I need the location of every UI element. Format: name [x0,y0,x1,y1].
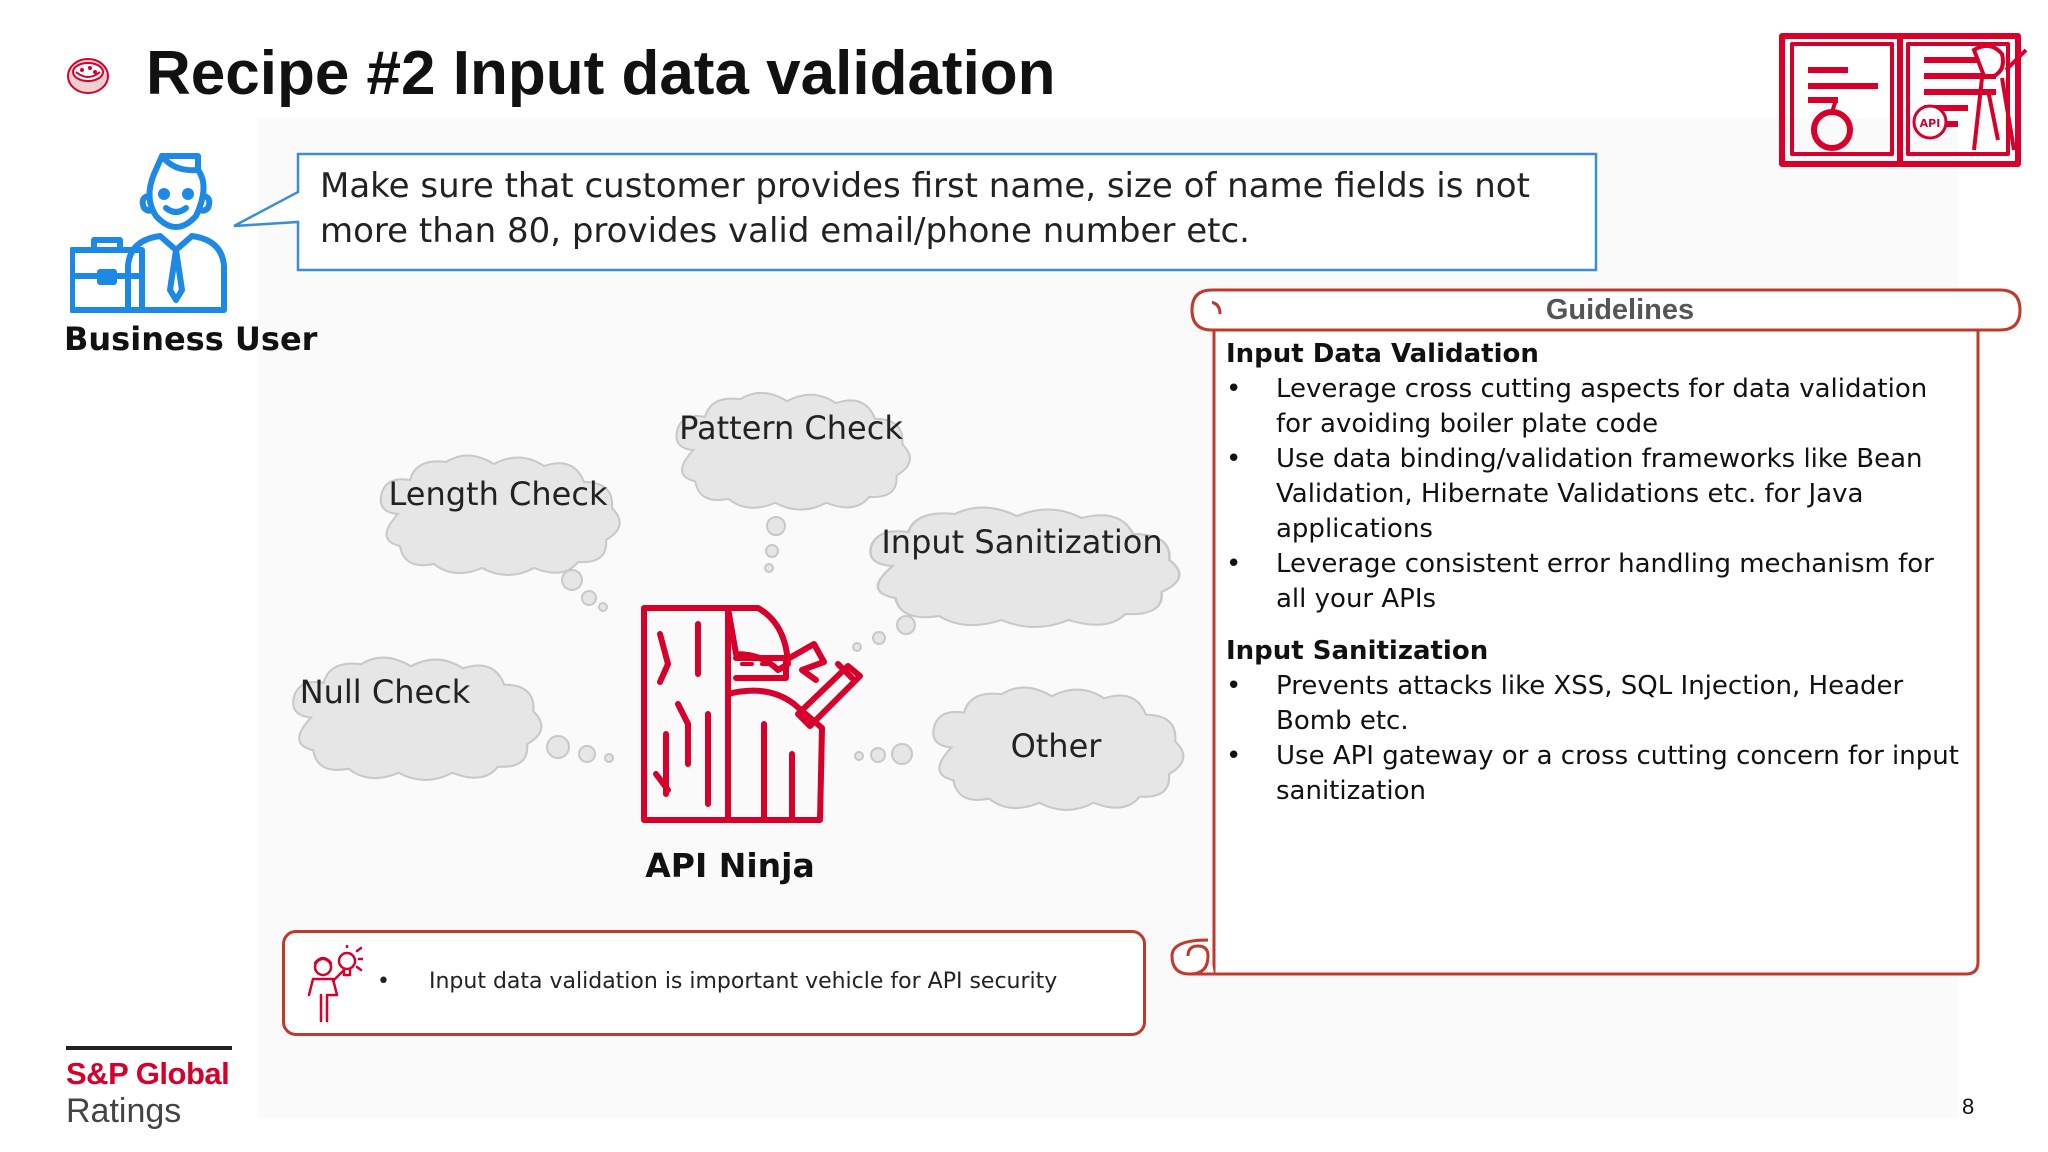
guidelines-title: Guidelines [1545,294,1695,326]
brand-rule [66,1046,232,1050]
ninja-label: API Ninja [645,846,815,885]
guidelines-scroll [1170,288,2022,976]
guideline-item-text: Leverage cross cutting aspects for data … [1276,374,1928,439]
businessman-icon [70,153,227,313]
speech-bubble [233,152,1598,272]
guideline-item: •Leverage cross cutting aspects for data… [1226,374,1928,439]
input-sanitization-label: Input Sanitization [881,523,1163,561]
guideline-item-text: Use data binding/validation frameworks l… [1276,444,1923,544]
null-check-label: Null Check [299,673,471,711]
guideline-item-text: Leverage consistent error handling mecha… [1276,549,1934,614]
guideline-list-validation: •Leverage cross cutting aspects for data… [1226,372,1966,617]
guidelines-body: Input Data Validation •Leverage cross cu… [1226,336,1966,809]
pattern-check-label: Pattern Check [679,409,903,447]
cloud-shape [292,656,543,781]
tip-box: • Input data validation is important veh… [282,930,1146,1036]
brand-logo: S&P Global Ratings [66,1046,232,1131]
tip-bullet: • [377,969,390,994]
guideline-item: •Prevents attacks like XSS, SQL Injectio… [1226,671,1904,736]
speech-text: Make sure that customer provides first n… [320,166,1530,251]
guideline-heading-sanitization: Input Sanitization [1226,636,1489,666]
guideline-item-text: Prevents attacks like XSS, SQL Injection… [1276,671,1904,736]
tip-text: Input data validation is important vehic… [429,969,1058,994]
guideline-item-text: Use API gateway or a cross cutting conce… [1276,741,1959,806]
cloud-shape [379,454,621,576]
slide-title: Recipe #2 Input data validation [146,39,1056,108]
idea-person-icon [307,945,363,1023]
brand-sub: Ratings [66,1092,182,1130]
guideline-heading-validation: Input Data Validation [1226,339,1539,369]
recipe-book-icon: API [1779,33,2028,167]
brand-name: S&P Global [66,1056,230,1091]
business-user-label: Business User [64,320,318,358]
null-check-cloud: Null Check [280,654,550,782]
other-cloud: Other [920,684,1192,812]
page-number: 8 [1962,1094,1975,1119]
guideline-item: •Leverage consistent error handling mech… [1226,549,1934,614]
pattern-check-cloud: Pattern Check [664,388,918,513]
other-label: Other [1010,727,1102,765]
ninja-icon [641,605,863,823]
cloud-shape [869,506,1181,628]
bowl-icon [67,58,109,94]
guideline-list-sanitization: •Prevents attacks like XSS, SQL Injectio… [1226,669,1966,809]
length-check-label: Length Check [388,475,608,513]
cloud-shape [675,391,911,511]
guideline-item: •Use data binding/validation frameworks … [1226,444,1923,544]
cloud-shape [932,686,1185,811]
logo-api-text: API [1920,117,1941,130]
input-sanitization-cloud: Input Sanitization [854,504,1190,629]
api-gear-icon: API [1912,104,1948,140]
length-check-cloud: Length Check [368,452,628,577]
guideline-item: •Use API gateway or a cross cutting conc… [1226,741,1959,806]
